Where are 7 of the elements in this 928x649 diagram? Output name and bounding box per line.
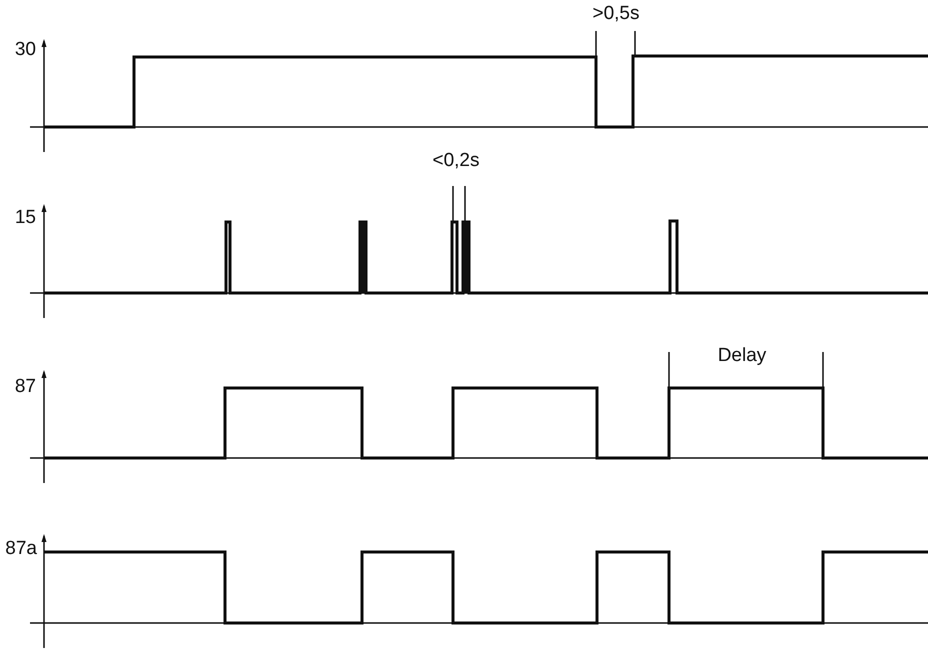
signal-name: 87a (5, 538, 37, 560)
signal-name: 30 (14, 39, 36, 61)
time-annotation: <0,2s (432, 150, 480, 172)
time-annotation: Delay (718, 345, 766, 367)
time-annotation: >0,5s (592, 3, 640, 25)
signal-name: 87 (14, 376, 36, 398)
signal-name: 15 (14, 207, 36, 229)
